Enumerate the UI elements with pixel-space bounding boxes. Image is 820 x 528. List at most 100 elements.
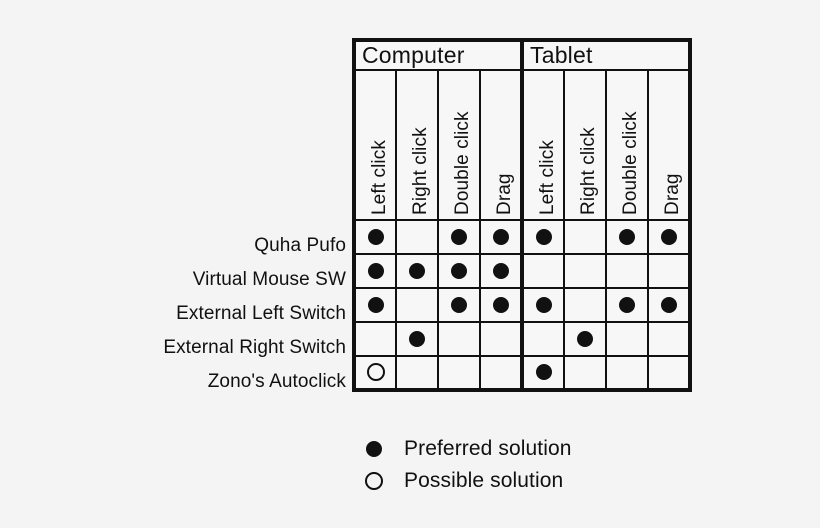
cell-external-right-switch-computer-right-click — [395, 321, 439, 357]
cell-virtual-mouse-sw-computer-left-click — [353, 253, 397, 289]
cell-external-left-switch-tablet-right-click — [563, 287, 607, 323]
preferred-marker-icon — [535, 228, 552, 245]
group-header-computer: Computer — [353, 39, 523, 71]
table-row — [353, 219, 691, 255]
cell-zono-s-autoclick-computer-left-click — [353, 355, 397, 391]
action-header-computer-left-click: Left click — [353, 69, 398, 221]
cell-zono-s-autoclick-tablet-double-click — [605, 355, 649, 391]
cell-zono-s-autoclick-computer-double-click — [437, 355, 481, 391]
cell-external-right-switch-tablet-double-click — [605, 321, 649, 357]
action-header-computer-double-click: Double click — [437, 69, 481, 221]
preferred-marker-icon — [619, 228, 635, 245]
preferred-marker-icon — [409, 262, 425, 279]
cell-external-right-switch-tablet-right-click — [563, 321, 607, 357]
preferred-marker-icon — [409, 330, 425, 347]
row-label-column: Quha Pufo Virtual Mouse SW External Left… — [60, 229, 350, 399]
cell-quha-pufo-computer-right-click — [395, 219, 439, 255]
table-body — [353, 219, 691, 391]
preferred-marker-icon — [660, 228, 677, 245]
row-label: Virtual Mouse SW — [192, 269, 346, 290]
preferred-marker-icon — [535, 296, 552, 313]
cell-external-right-switch-tablet-drag — [647, 321, 691, 357]
action-header-label: Right click — [409, 127, 431, 215]
cell-external-right-switch-computer-left-click — [353, 321, 397, 357]
preferred-marker-icon — [367, 296, 384, 313]
cell-quha-pufo-tablet-left-click — [520, 219, 565, 255]
action-header-inner: Double click — [607, 71, 649, 215]
legend-label: Possible solution — [404, 469, 564, 492]
cell-external-left-switch-computer-double-click — [437, 287, 481, 323]
cell-zono-s-autoclick-computer-drag — [479, 355, 523, 391]
cell-quha-pufo-tablet-right-click — [563, 219, 607, 255]
cell-virtual-mouse-sw-tablet-left-click — [520, 253, 565, 289]
action-header-computer-drag: Drag — [479, 69, 523, 221]
preferred-marker-icon — [363, 441, 385, 457]
action-header-label: Right click — [577, 127, 599, 215]
row-label: Quha Pufo — [254, 235, 346, 256]
action-header-tablet-double-click: Double click — [605, 69, 649, 221]
action-header-row: Left click Right click Double click Drag — [353, 69, 691, 221]
row-label: External Right Switch — [163, 337, 346, 358]
action-header-inner: Left click — [356, 71, 398, 215]
cell-zono-s-autoclick-tablet-drag — [647, 355, 691, 391]
action-header-inner: Double click — [439, 71, 481, 215]
table-row — [353, 321, 691, 357]
possible-marker-icon — [363, 472, 385, 490]
action-header-inner: Right click — [565, 71, 607, 215]
cell-external-left-switch-computer-left-click — [353, 287, 397, 323]
cell-external-left-switch-computer-right-click — [395, 287, 439, 323]
action-header-inner: Drag — [481, 71, 523, 215]
action-header-inner: Right click — [397, 71, 439, 215]
action-header-label: Drag — [661, 173, 683, 215]
group-header-row: Computer Tablet — [353, 39, 691, 71]
action-header-label: Drag — [493, 173, 515, 215]
cell-zono-s-autoclick-tablet-right-click — [563, 355, 607, 391]
action-header-label: Left click — [536, 140, 558, 215]
cell-virtual-mouse-sw-computer-double-click — [437, 253, 481, 289]
group-header-tablet: Tablet — [520, 39, 691, 71]
legend-label: Preferred solution — [404, 437, 572, 460]
preferred-marker-icon — [451, 228, 467, 245]
possible-marker-icon — [366, 363, 385, 382]
preferred-marker-icon — [492, 228, 509, 245]
row-label: External Left Switch — [176, 303, 346, 324]
cell-external-left-switch-tablet-left-click — [520, 287, 565, 323]
cell-external-left-switch-computer-drag — [479, 287, 523, 323]
solution-matrix-table: Computer Tablet Left click Right click D… — [352, 38, 692, 392]
action-header-tablet-drag: Drag — [647, 69, 691, 221]
table-head: Computer Tablet Left click Right click D… — [353, 39, 691, 221]
preferred-marker-icon — [577, 330, 593, 347]
cell-external-left-switch-tablet-double-click — [605, 287, 649, 323]
action-header-computer-right-click: Right click — [395, 69, 439, 221]
preferred-marker-icon — [492, 296, 509, 313]
cell-virtual-mouse-sw-tablet-double-click — [605, 253, 649, 289]
cell-external-right-switch-computer-drag — [479, 321, 523, 357]
cell-external-right-switch-tablet-left-click — [520, 321, 565, 357]
cell-zono-s-autoclick-computer-right-click — [395, 355, 439, 391]
cell-quha-pufo-computer-double-click — [437, 219, 481, 255]
cell-virtual-mouse-sw-tablet-right-click — [563, 253, 607, 289]
cell-external-right-switch-computer-double-click — [437, 321, 481, 357]
cell-quha-pufo-computer-drag — [479, 219, 523, 255]
table-row — [353, 287, 691, 323]
cell-virtual-mouse-sw-computer-drag — [479, 253, 523, 289]
preferred-marker-icon — [367, 228, 384, 245]
cell-quha-pufo-computer-left-click — [353, 219, 397, 255]
cell-external-left-switch-tablet-drag — [647, 287, 691, 323]
preferred-marker-icon — [451, 262, 467, 279]
action-header-label: Double click — [451, 111, 473, 215]
cell-quha-pufo-tablet-drag — [647, 219, 691, 255]
preferred-marker-icon — [492, 262, 509, 279]
action-header-tablet-right-click: Right click — [563, 69, 607, 221]
preferred-marker-icon — [367, 262, 384, 279]
cell-zono-s-autoclick-tablet-left-click — [520, 355, 565, 391]
table-row — [353, 355, 691, 391]
preferred-marker-icon — [535, 364, 552, 381]
action-header-label: Left click — [368, 140, 390, 215]
cell-virtual-mouse-sw-computer-right-click — [395, 253, 439, 289]
row-label: Zono's Autoclick — [207, 371, 346, 392]
preferred-marker-icon — [451, 296, 467, 313]
preferred-marker-icon — [619, 296, 635, 313]
action-header-label: Double click — [619, 111, 641, 215]
